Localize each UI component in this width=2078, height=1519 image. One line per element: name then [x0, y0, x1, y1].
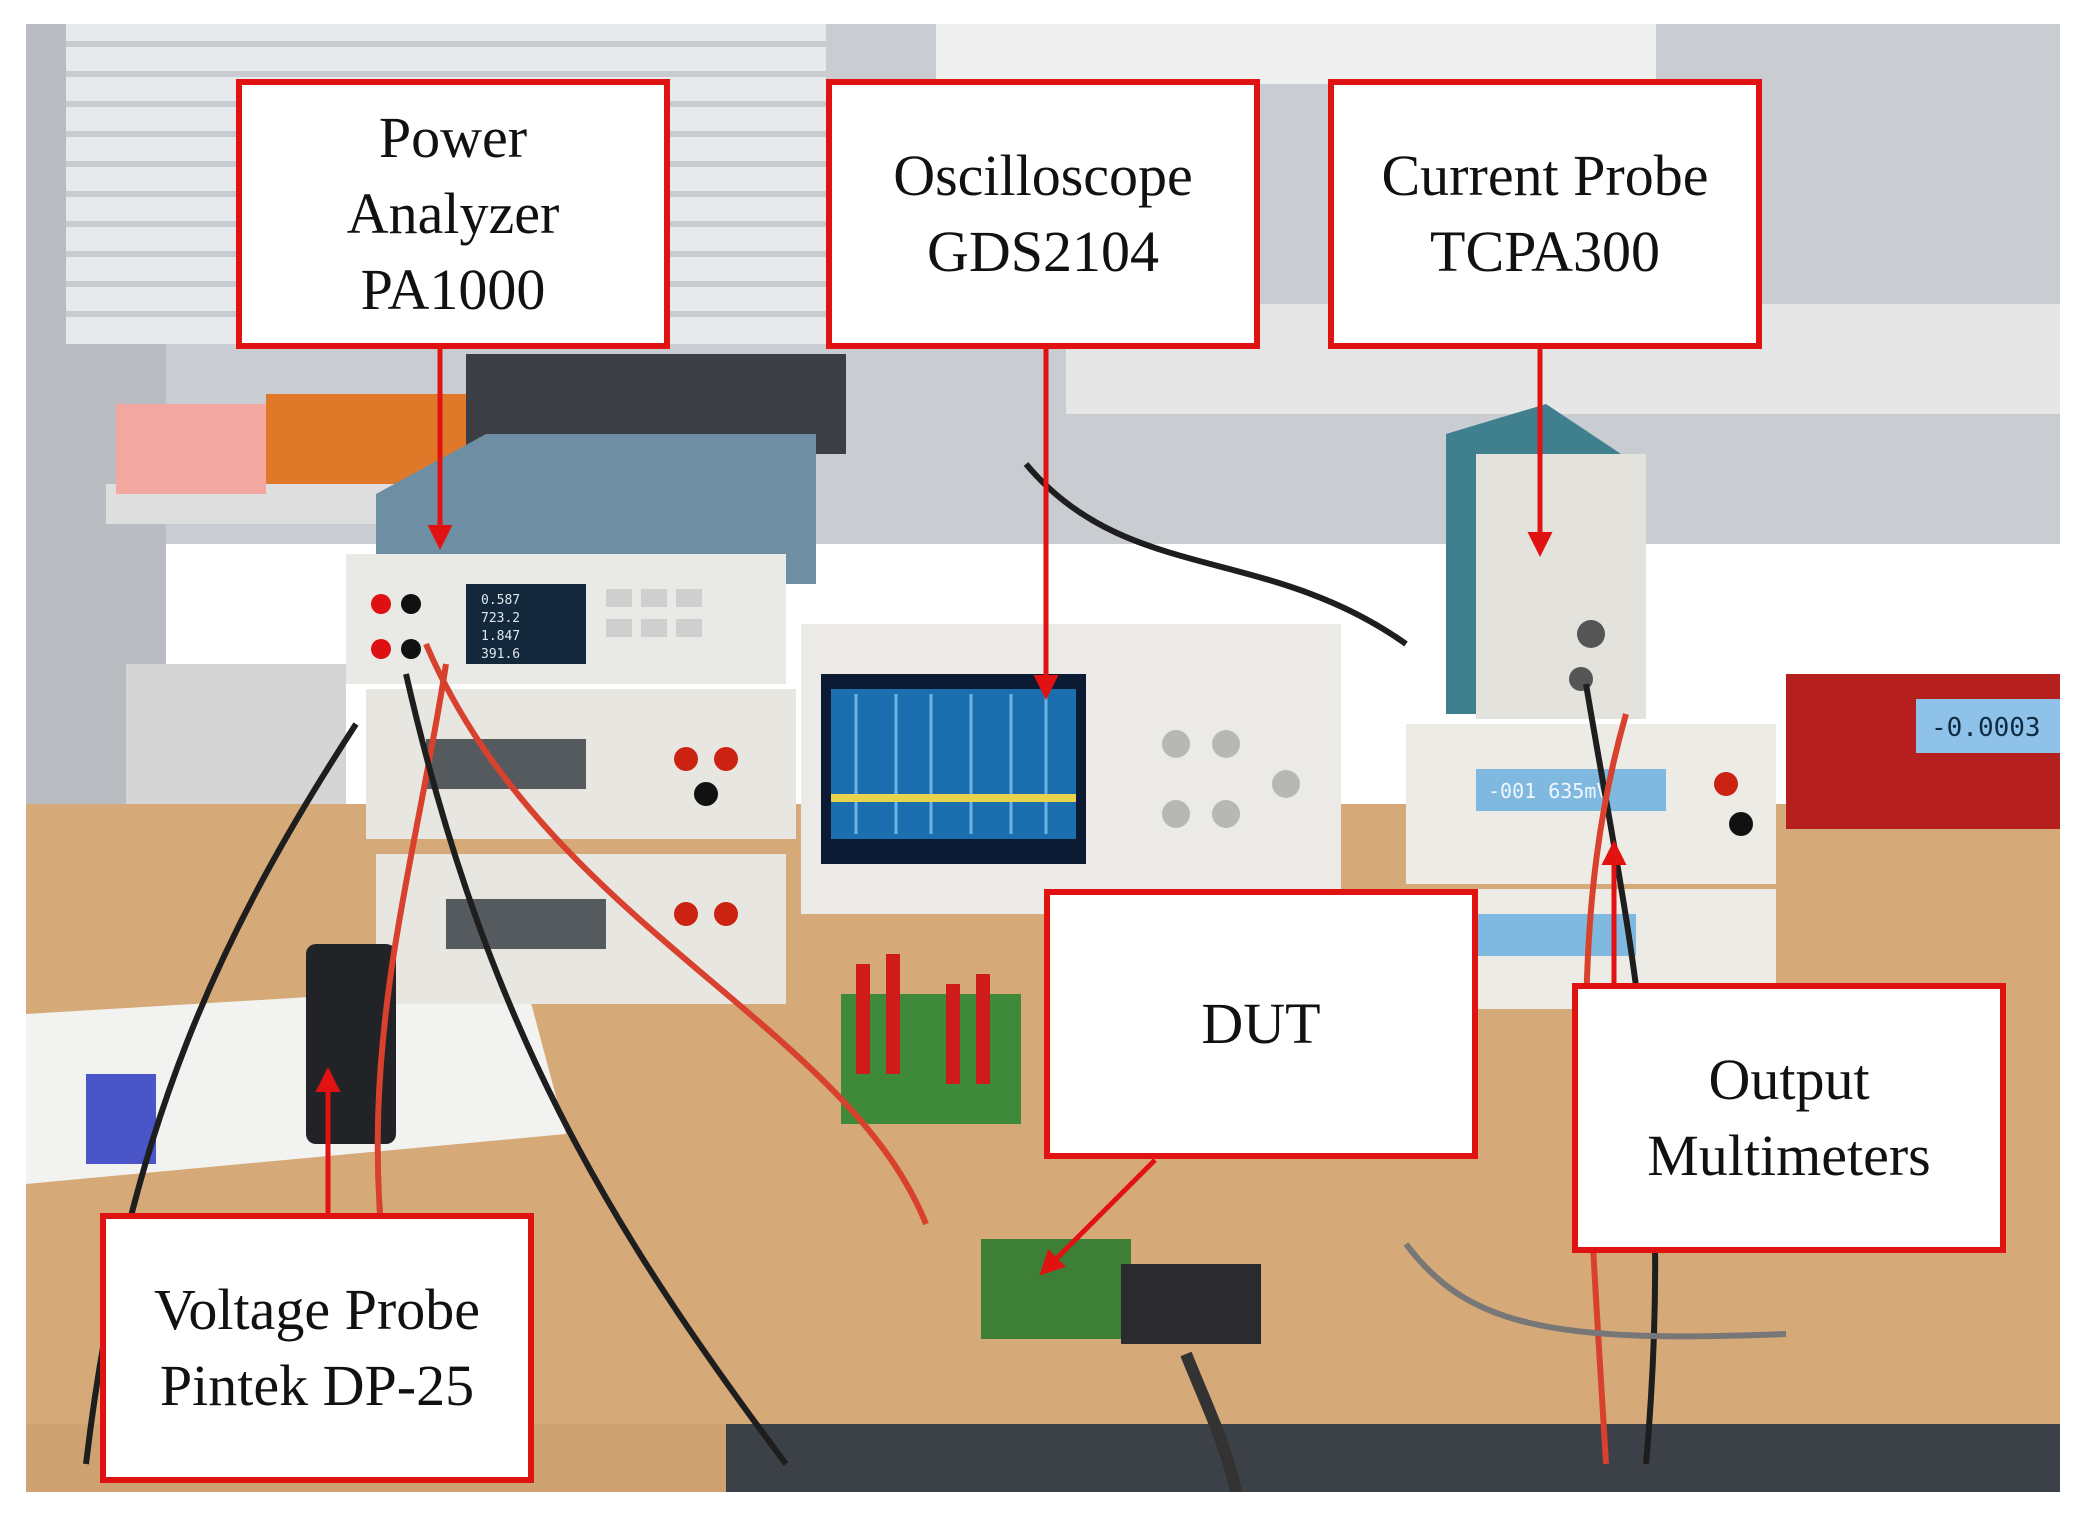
label-power-analyzer: Power Analyzer PA1000 — [236, 79, 670, 349]
label-voltage-probe-line1: Voltage Probe — [154, 1277, 480, 1342]
label-current-probe: Current Probe TCPA300 — [1328, 79, 1762, 349]
pa-display-row3: 1.847 — [481, 629, 520, 644]
label-dut: DUT — [1044, 889, 1478, 1159]
dut-board — [981, 1239, 1131, 1339]
label-oscilloscope: Oscilloscope GDS2104 — [826, 79, 1260, 349]
banana-plugs — [856, 954, 990, 1084]
floor — [726, 1424, 2060, 1492]
label-power-analyzer-line2: Analyzer — [346, 181, 560, 246]
label-output-multimeters-line2: Multimeters — [1647, 1123, 1931, 1188]
current-probe-amplifier — [1446, 404, 1646, 719]
label-output-multimeters-line1: Output — [1708, 1047, 1870, 1112]
far-right-multimeter-display: -0.0003 — [1931, 713, 2041, 743]
oscilloscope-device — [801, 624, 1341, 914]
label-current-probe-line2: TCPA300 — [1430, 219, 1660, 284]
pink-bag — [116, 404, 266, 494]
usb-tester — [1121, 1264, 1261, 1344]
label-oscilloscope-line2: GDS2104 — [926, 219, 1160, 284]
pa-display-row4: 391.6 — [481, 647, 520, 662]
label-oscilloscope-line1: Oscilloscope — [893, 143, 1193, 208]
blue-card — [86, 1074, 156, 1164]
paper-sheets — [26, 984, 566, 1184]
label-voltage-probe-line2: Pintek DP-25 — [159, 1353, 475, 1418]
pa-display-row1: 0.587 — [481, 593, 520, 608]
label-dut-line1: DUT — [1201, 991, 1321, 1056]
test-board — [841, 994, 1021, 1124]
right-multimeter-display: -001 635mV — [1488, 779, 1608, 803]
label-power-analyzer-line1: Power — [378, 105, 528, 170]
label-voltage-probe: Voltage Probe Pintek DP-25 — [100, 1213, 534, 1483]
far-right-multimeter: -0.0003 — [1786, 674, 2060, 829]
power-analyzer: 0.587 723.2 1.847 391.6 — [346, 434, 816, 684]
pa-display-row2: 723.2 — [481, 611, 520, 626]
label-output-multimeters: Output Multimeters — [1572, 983, 2006, 1253]
wall-poster — [936, 24, 1656, 84]
label-current-probe-line1: Current Probe — [1381, 143, 1709, 208]
label-power-analyzer-line3: PA1000 — [360, 257, 546, 322]
